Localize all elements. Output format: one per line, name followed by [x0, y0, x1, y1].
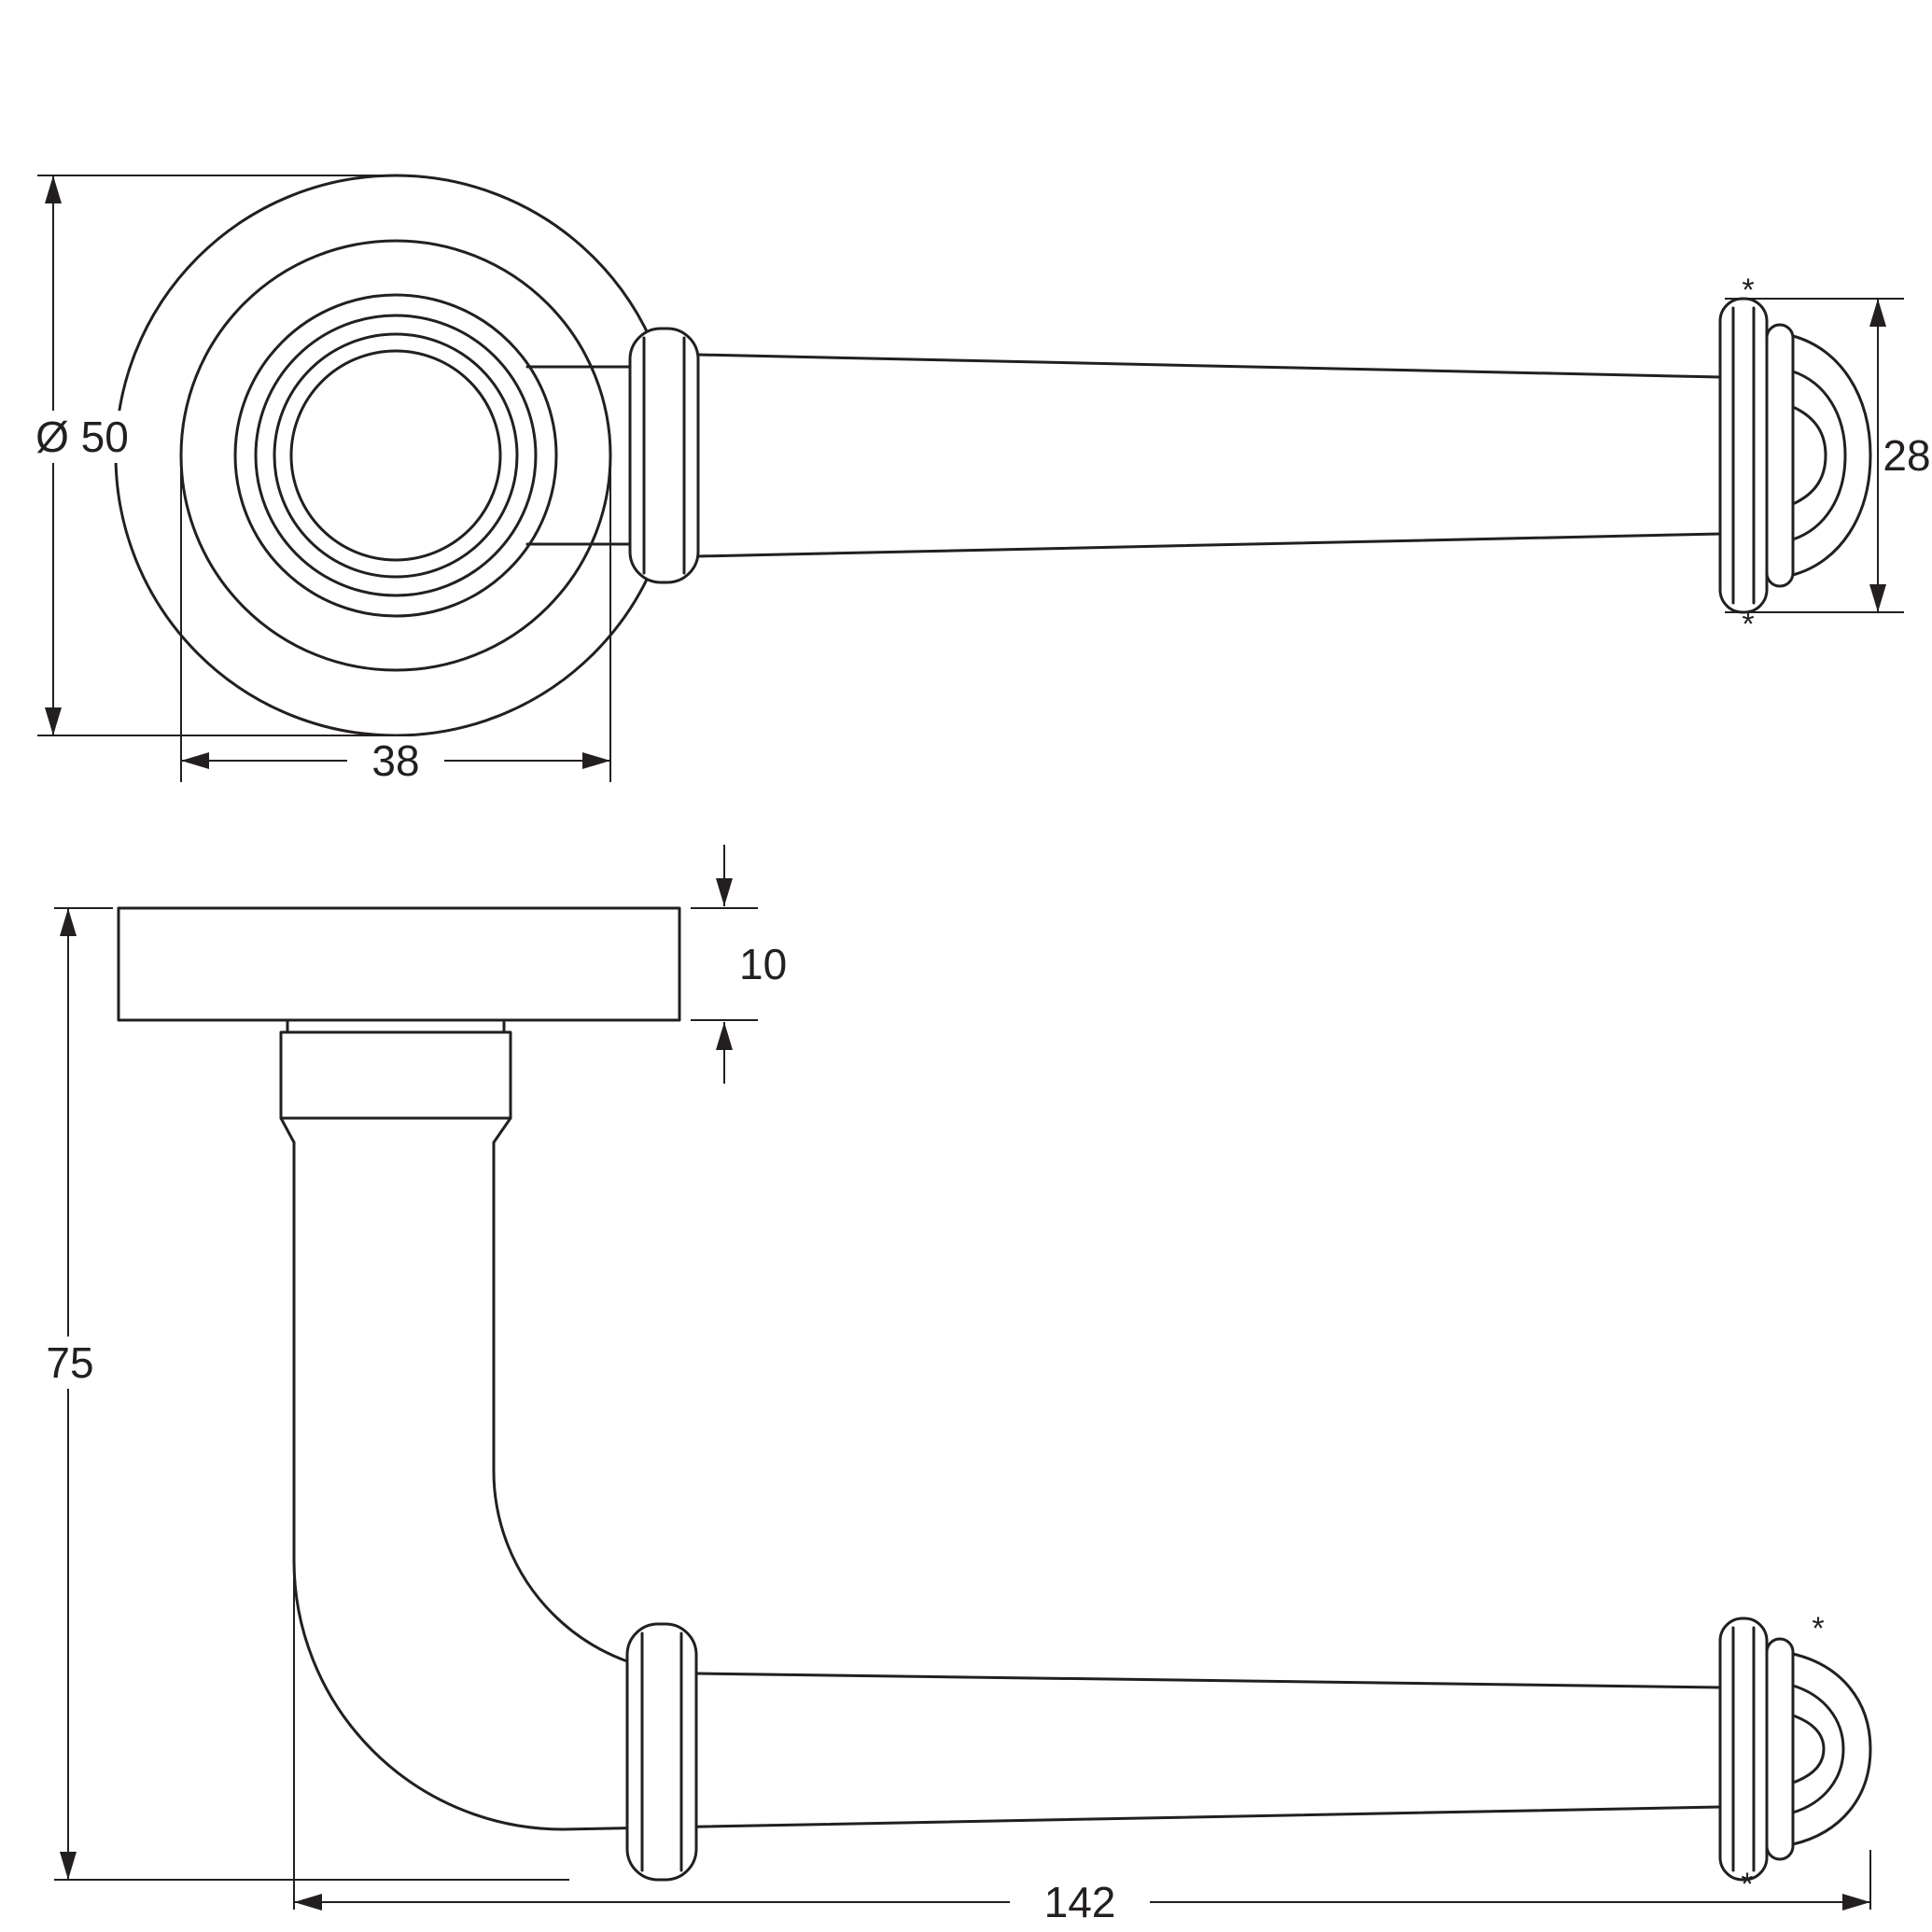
dim-label-mask: [1010, 1878, 1150, 1926]
end-cap-ring-small: [1765, 323, 1795, 588]
reference-mark: *: [1741, 1867, 1753, 1902]
reference-mark: *: [1742, 607, 1754, 642]
end-cap-ring-large: [1718, 297, 1769, 614]
end-cap-ring-large-side: [1718, 1617, 1769, 1882]
dim-label-mask: [26, 411, 140, 463]
dim-label-rose-diameter: Ø 50: [35, 413, 129, 461]
dim-label-rose-thickness: 10: [739, 940, 787, 988]
neck-ring-circle-1: [233, 293, 558, 618]
dim-label-inner-rose: 38: [371, 736, 419, 785]
lever-bottom-line-side: [561, 1805, 1722, 1831]
dim-label-mask: [1882, 429, 1932, 483]
neck-collar: [279, 1030, 512, 1120]
end-cap-dome-side-arc-1: [1791, 1684, 1845, 1814]
dim-label-mask: [34, 1337, 106, 1389]
side-view: * *: [117, 906, 1872, 1902]
end-cap-dome-side: [1791, 1652, 1872, 1846]
end-cap-dome-arc-2: [1791, 405, 1827, 506]
lever-bottom-line: [696, 532, 1722, 558]
dim-label-overall-length: 142: [1044, 1878, 1116, 1926]
rose-inner-circle: [179, 239, 612, 672]
end-cap-dome-arc-1: [1791, 370, 1847, 541]
rose-outer-circle: [114, 174, 678, 737]
reference-mark: *: [1742, 273, 1754, 308]
lever-top-line: [696, 353, 1722, 379]
end-cap-dome: [1791, 334, 1872, 577]
neck-ring-circle-2: [254, 314, 538, 597]
lever-top-line-side: [694, 1672, 1722, 1689]
lever-collar: [628, 327, 700, 584]
dim-label-end-cap-height: 28: [1883, 431, 1930, 480]
dim-label-projection: 75: [46, 1338, 93, 1387]
side-view-dimensions: 10 75 142: [34, 845, 1871, 1926]
neck-washer: [286, 1018, 506, 1034]
lever-collar-side: [625, 1622, 698, 1882]
rose-side-profile: [117, 906, 681, 1022]
end-cap-ring-small-side: [1765, 1637, 1795, 1861]
dim-label-mask: [347, 736, 444, 785]
neck-taper-left: [279, 1116, 296, 1144]
neck-ring-circle-3: [273, 332, 519, 579]
elbow-outer-arc: [292, 1559, 565, 1831]
front-view: * *: [114, 174, 1872, 737]
reference-mark: *: [1812, 1611, 1824, 1646]
neck-taper-right: [492, 1116, 512, 1144]
neck-ring-circle-4: [289, 349, 502, 562]
front-view-dimensions: Ø 50 38 28: [26, 175, 1932, 785]
end-cap-dome-side-arc-2: [1791, 1714, 1826, 1785]
